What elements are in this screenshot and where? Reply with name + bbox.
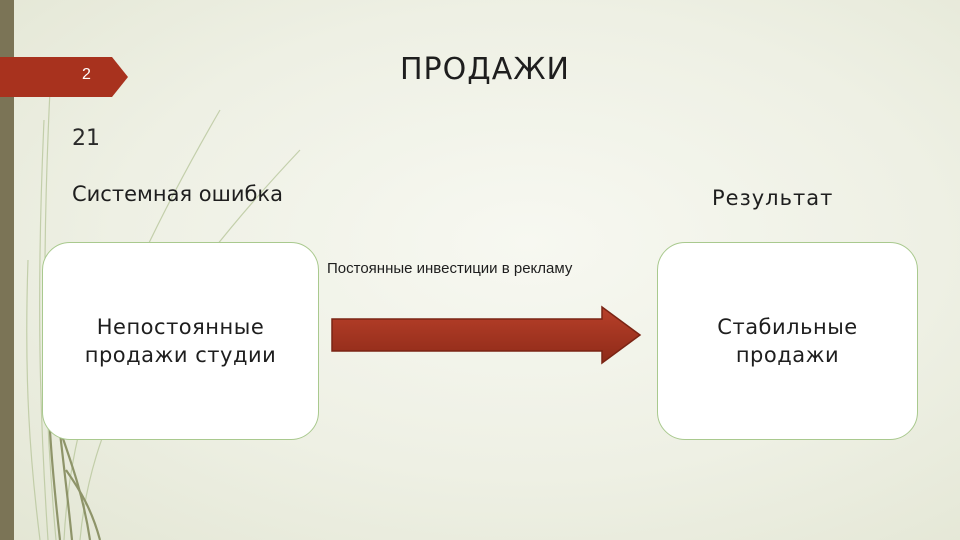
- slide-number: 2: [82, 66, 91, 84]
- slide-number-tab: [0, 57, 128, 97]
- right-box: Стабильные продажи: [657, 242, 918, 440]
- slide-subtitle: 21: [72, 126, 100, 151]
- left-box-text: Непостоянные продажи студии: [85, 313, 277, 369]
- left-box: Непостоянные продажи студии: [42, 242, 319, 440]
- left-column-heading: Системная ошибка: [72, 182, 283, 206]
- arrow-label: Постоянные инвестиции в рекламу: [327, 260, 572, 277]
- right-arrow: [330, 305, 642, 365]
- right-column-heading: Результат: [712, 186, 833, 210]
- slide-title: ПРОДАЖИ: [400, 52, 570, 87]
- right-box-text: Стабильные продажи: [717, 313, 857, 369]
